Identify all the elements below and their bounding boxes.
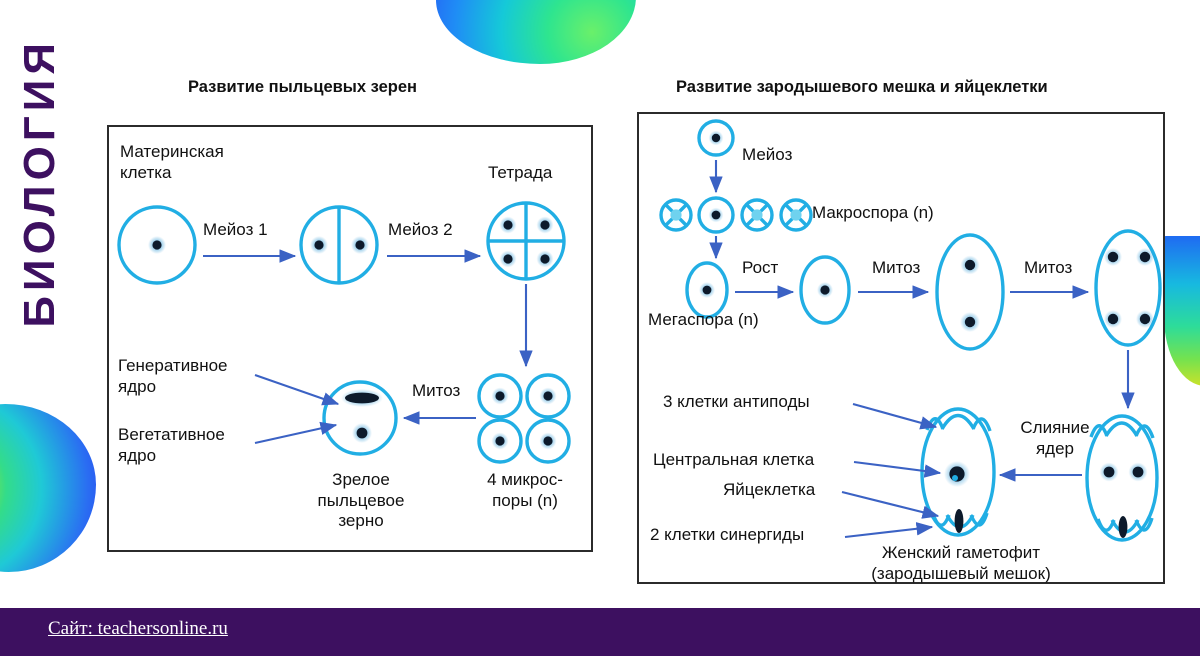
label-meiosis-right: Мейоз — [742, 145, 793, 164]
cell-degenerating-2 — [740, 198, 774, 232]
cell-tetrad — [486, 201, 566, 281]
arrow-label-egg-cell — [841, 490, 940, 519]
footer-bar — [0, 608, 1200, 656]
label-female-gametophyte: Женский гаметофит (зародышевый мешок) — [871, 543, 1051, 583]
cells-four-microspores — [477, 373, 571, 464]
arrow-label-antipodes — [852, 402, 938, 430]
cell-two-nuclei — [299, 205, 379, 285]
label-three-antipodes: 3 клетки антиподы — [663, 392, 810, 411]
cell-prefusion-sac — [1085, 414, 1159, 542]
cell-mature-pollen-grain — [322, 380, 398, 456]
label-vegetative-nucleus: Вегетативное ядро — [118, 425, 225, 465]
label-mitosis-2: Митоз — [1024, 258, 1073, 277]
label-mature-pollen-grain: Зрелое пыльцевое зерно — [317, 470, 405, 531]
cell-female-gametophyte — [920, 407, 996, 537]
cell-four-nucleate-sac — [1094, 229, 1162, 347]
label-meiosis-2: Мейоз 2 — [388, 220, 453, 239]
arrow-label-central-cell — [853, 460, 942, 478]
arrow-label-vegetative — [254, 421, 338, 445]
cell-degenerating-3 — [779, 198, 813, 232]
cell-surviving-macrospore — [697, 196, 735, 234]
label-four-microspores: 4 микрос- поры (n) — [487, 470, 563, 510]
cell-two-nucleate-sac — [935, 233, 1005, 351]
label-macrospore: Макроспора (n) — [812, 203, 934, 222]
label-central-cell: Центральная клетка — [653, 450, 815, 469]
label-generative-nucleus: Генеративное ядро — [118, 356, 228, 396]
label-egg-cell: Яйцеклетка — [723, 480, 816, 499]
cells-macrospore-row — [659, 196, 813, 234]
label-two-synergids: 2 клетки синергиды — [650, 525, 805, 544]
right-panel-title: Развитие зародышевого мешка и яйцеклетки — [676, 78, 1048, 96]
label-meiosis-1: Мейоз 1 — [203, 220, 268, 239]
label-mother-cell: Материнская клетка — [120, 142, 224, 182]
arrow-label-synergids — [844, 522, 934, 539]
left-panel-title: Развитие пыльцевых зерен — [188, 78, 418, 96]
label-nuclei-fusion: Слияние ядер — [1020, 418, 1090, 458]
right-panel-box — [637, 112, 1165, 584]
cell-megasporocyte — [697, 119, 735, 157]
label-tetrad: Тетрада — [488, 163, 553, 182]
label-mitosis-left: Митоз — [412, 381, 461, 400]
label-mitosis-1: Митоз — [872, 258, 921, 277]
cell-mother — [117, 205, 197, 285]
cell-megaspore — [685, 261, 729, 319]
left-panel-box — [107, 125, 593, 552]
cell-enlarged-megaspore — [799, 255, 851, 325]
label-growth: Рост — [742, 258, 779, 277]
website-link[interactable]: Сайт: teachersonline.ru — [48, 618, 228, 639]
label-megaspore: Мегаспора (n) — [648, 310, 759, 329]
arrow-label-generative — [254, 374, 340, 406]
cell-degenerating-1 — [659, 198, 693, 232]
